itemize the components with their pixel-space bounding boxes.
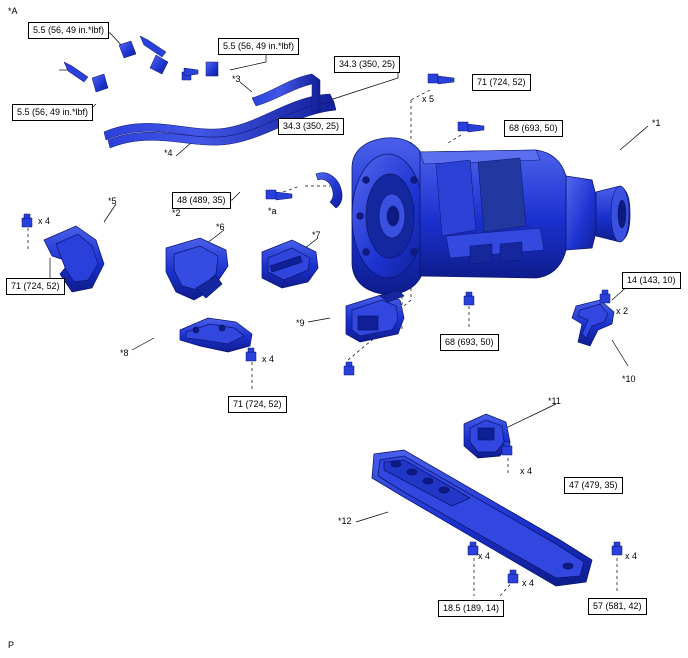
quantity-label: x 4	[38, 216, 51, 226]
part-reference-label: *11	[548, 396, 561, 406]
part-reference-label: *a	[268, 206, 277, 216]
quantity-label: x 4	[478, 551, 491, 561]
torque-callout: 68 (693, 50)	[440, 334, 499, 351]
torque-callout: 71 (724, 52)	[6, 278, 65, 295]
part-reference-label: *9	[296, 318, 305, 328]
quantity-label: x 4	[522, 578, 535, 588]
torque-callout: 5.5 (56, 49 in.*lbf)	[12, 104, 94, 121]
quantity-label: x 4	[520, 466, 533, 476]
part-reference-label: *7	[312, 230, 321, 240]
part-reference-label: *3	[232, 74, 241, 84]
quantity-label: x 4	[625, 551, 638, 561]
torque-callout: 5.5 (56, 49 in.*lbf)	[218, 38, 300, 55]
torque-callout: 14 (143, 10)	[622, 272, 681, 289]
torque-callout: 71 (724, 52)	[472, 74, 531, 91]
torque-callout: 71 (724, 52)	[228, 396, 287, 413]
torque-callout: 57 (581, 42)	[588, 598, 647, 615]
quantity-label: x 2	[616, 306, 629, 316]
part-reference-label: *2	[172, 208, 181, 218]
part-reference-label: *8	[120, 348, 129, 358]
torque-callout: 47 (479, 35)	[564, 477, 623, 494]
torque-callout: 34.3 (350, 25)	[278, 118, 345, 135]
torque-callout: 5.5 (56, 49 in.*lbf)	[28, 22, 110, 39]
part-reference-label: *4	[164, 148, 173, 158]
torque-callout: 34.3 (350, 25)	[334, 56, 401, 73]
part-reference-label: *12	[338, 516, 352, 526]
quantity-label: x 4	[262, 354, 275, 364]
quantity-label: x 5	[422, 94, 435, 104]
figure-label-a: *A	[8, 6, 18, 16]
figure-label-p: P	[8, 640, 15, 650]
part-reference-label: *1	[652, 118, 661, 128]
torque-callout: 18.5 (189, 14)	[438, 600, 505, 617]
part-reference-label: *6	[216, 222, 225, 232]
torque-callout: 68 (693, 50)	[504, 120, 563, 137]
torque-callout: 48 (489, 35)	[172, 192, 231, 209]
part-reference-label: *10	[622, 374, 636, 384]
part-reference-label: *5	[108, 196, 117, 206]
